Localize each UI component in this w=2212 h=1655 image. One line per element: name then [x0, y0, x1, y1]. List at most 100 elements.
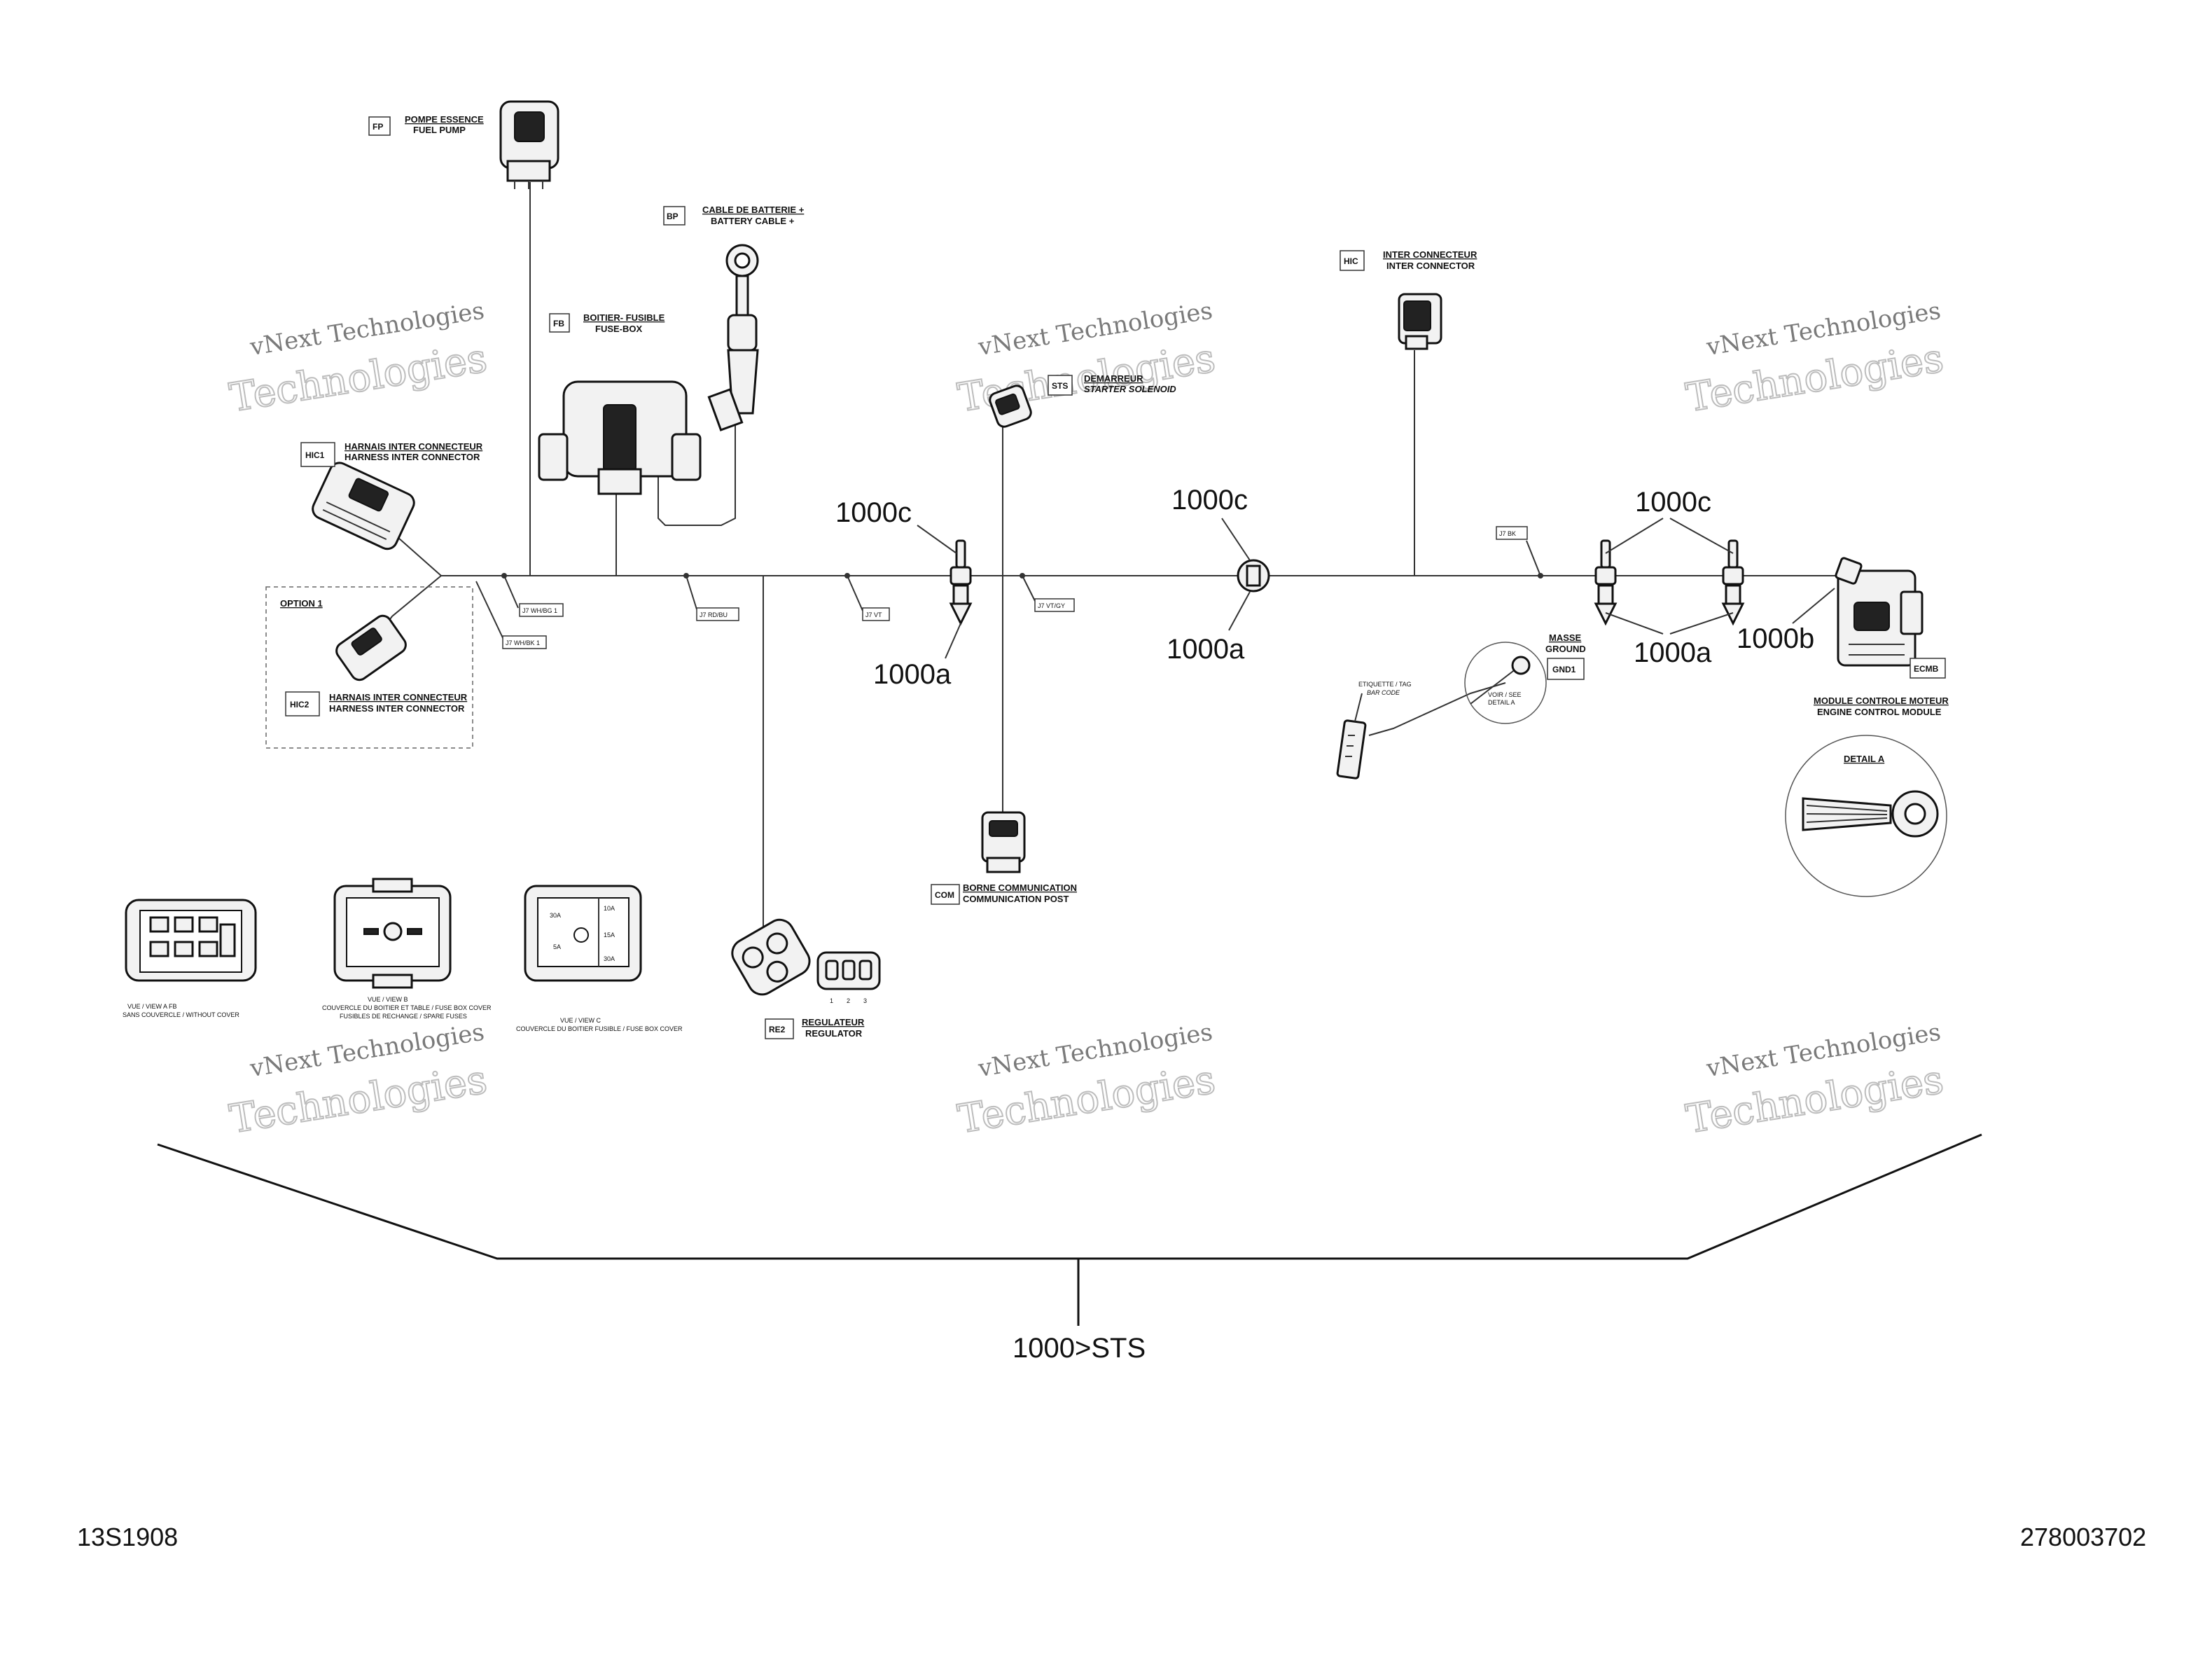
drawing-id-left: 13S1908 — [77, 1523, 178, 1551]
engine-control-module-connector — [1835, 557, 1924, 667]
svg-text:GND1: GND1 — [1552, 665, 1576, 674]
wire-tag-3: J7 RD/BU — [696, 607, 739, 621]
assembly-ref: 1000>STS — [1013, 1333, 1146, 1364]
svg-text:HIC2: HIC2 — [290, 700, 309, 709]
harness-inter-connector-2 — [335, 614, 407, 681]
svg-text:ECMB: ECMB — [1914, 664, 1939, 674]
watermark-bottom-right: vNext Technologies Technologies — [1683, 1018, 1947, 1144]
svg-text:HIC1: HIC1 — [305, 450, 325, 460]
svg-text:DETAIL A: DETAIL A — [1844, 754, 1885, 764]
svg-text:GROUND: GROUND — [1545, 644, 1586, 654]
view-c-fuse-box-cover: 30A 5A 10A 15A 30A VUE / VIEW C COUVERCL… — [516, 885, 683, 1032]
watermark-bottom-left: vNext Technologies Technologies — [226, 1018, 491, 1144]
harness-wires — [377, 182, 1849, 932]
wire-tag-6: J7 BK — [1496, 526, 1528, 540]
label-bp: BP CABLE DE BATTERIE + BATTERY CABLE + — [663, 205, 805, 226]
svg-text:SANS COUVERCLE / WITHOUT COVER: SANS COUVERCLE / WITHOUT COVER — [123, 1011, 239, 1018]
svg-text:STARTER SOLENOID: STARTER SOLENOID — [1084, 384, 1176, 394]
svg-text:COM: COM — [935, 890, 954, 900]
svg-text:POMPE ESSENCE: POMPE ESSENCE — [405, 114, 484, 125]
svg-text:ENGINE CONTROL MODULE: ENGINE CONTROL MODULE — [1817, 707, 1942, 717]
svg-text:VUE / VIEW C: VUE / VIEW C — [560, 1017, 601, 1024]
option-1-box: OPTION 1 — [265, 586, 473, 749]
svg-text:5A: 5A — [553, 943, 561, 950]
callout-1000a-3: 1000a — [1634, 637, 1712, 668]
label-sts: STS DEMARREUR STARTER SOLENOID — [1048, 373, 1176, 396]
fuel-pump-connector — [499, 100, 559, 189]
label-gnd1: MASSE GROUND GND1 — [1545, 632, 1586, 680]
label-re2: RE2 REGULATEUR REGULATOR — [765, 1017, 865, 1039]
svg-text:HARNAIS INTER CONNECTEUR: HARNAIS INTER CONNECTEUR — [345, 441, 483, 452]
watermark-top-left: vNext Technologies Technologies — [226, 297, 491, 422]
callout-1000b: 1000b — [1737, 623, 1814, 654]
callout-leaders — [917, 518, 1835, 659]
svg-text:30A: 30A — [550, 912, 561, 919]
svg-text:BAR CODE: BAR CODE — [1367, 689, 1400, 696]
svg-text:COUVERCLE DU BOITIER FUSIBLE /: COUVERCLE DU BOITIER FUSIBLE / FUSE BOX … — [516, 1025, 683, 1032]
label-fb: FB BOITIER- FUSIBLE FUSE-BOX — [549, 312, 665, 334]
svg-text:10A: 10A — [604, 905, 615, 912]
svg-text:BOITIER- FUSIBLE: BOITIER- FUSIBLE — [583, 312, 665, 323]
callout-1000a-1: 1000a — [873, 659, 952, 690]
svg-text:STS: STS — [1052, 381, 1068, 391]
callout-1000c-1: 1000c — [835, 497, 912, 528]
svg-text:INTER CONNECTEUR: INTER CONNECTEUR — [1383, 249, 1477, 260]
svg-text:RE2: RE2 — [769, 1025, 786, 1034]
battery-cable — [707, 244, 759, 431]
callout-1000c-3: 1000c — [1635, 487, 1711, 518]
svg-text:VUE / VIEW B: VUE / VIEW B — [368, 996, 408, 1003]
regulator-connector: 1 2 3 — [731, 918, 881, 1004]
watermark-top-right: vNext Technologies Technologies — [1683, 297, 1947, 422]
svg-text:HIC: HIC — [1344, 256, 1358, 266]
svg-text:3: 3 — [863, 997, 867, 1004]
svg-text:REGULATOR: REGULATOR — [805, 1028, 863, 1039]
svg-text:15A: 15A — [604, 932, 615, 939]
svg-text:DEMARREUR: DEMARREUR — [1084, 373, 1143, 384]
label-hic: HIC INTER CONNECTEUR INTER CONNECTOR — [1340, 249, 1477, 271]
assembly-brace — [157, 1133, 1982, 1326]
svg-text:BATTERY CABLE +: BATTERY CABLE + — [711, 216, 795, 226]
label-com: COM BORNE COMMUNICATION COMMUNICATION PO… — [931, 882, 1077, 905]
bar-code-tag: ETIQUETTE / TAG BAR CODE — [1336, 681, 1412, 780]
svg-text:MASSE: MASSE — [1549, 632, 1582, 643]
svg-text:INTER CONNECTOR: INTER CONNECTOR — [1386, 261, 1475, 271]
svg-text:1: 1 — [830, 997, 833, 1004]
svg-text:J7 VT/GY: J7 VT/GY — [1038, 602, 1065, 609]
svg-text:COUVERCLE DU BOITIER ET TABLE: COUVERCLE DU BOITIER ET TABLE / FUSE BOX… — [322, 1004, 492, 1011]
svg-text:HARNESS INTER CONNECTOR: HARNESS INTER CONNECTOR — [329, 703, 465, 714]
svg-text:J7 WH/BG 1: J7 WH/BG 1 — [522, 607, 557, 614]
label-ecmb: ECMB MODULE CONTROLE MOTEUR ENGINE CONTR… — [1814, 658, 1949, 717]
starter-solenoid-connector — [989, 385, 1032, 428]
svg-text:J7 VT: J7 VT — [865, 611, 882, 618]
svg-text:VOIR / SEE: VOIR / SEE — [1488, 691, 1522, 698]
svg-text:J7 WH/BK 1: J7 WH/BK 1 — [506, 639, 540, 646]
fuse-box — [538, 380, 702, 495]
label-fp: FP POMPE ESSENCE FUEL PUMP — [368, 114, 484, 136]
communication-post-connector — [981, 811, 1026, 873]
callout-1000a-2: 1000a — [1167, 634, 1245, 665]
detail-a: DETAIL A — [1785, 735, 1947, 897]
svg-text:FB: FB — [553, 319, 564, 328]
svg-text:HARNESS INTER CONNECTOR: HARNESS INTER CONNECTOR — [345, 452, 480, 462]
splice-4 — [1721, 539, 1745, 626]
svg-text:REGULATEUR: REGULATEUR — [802, 1017, 865, 1027]
drawing-id-right: 278003702 — [2020, 1523, 2146, 1551]
svg-text:DETAIL A: DETAIL A — [1488, 699, 1515, 706]
splice-3 — [1594, 539, 1618, 626]
inter-connector — [1398, 293, 1442, 350]
svg-text:OPTION 1: OPTION 1 — [280, 598, 323, 609]
callout-1000c-2: 1000c — [1171, 485, 1248, 515]
ground-detail-circle: VOIR / SEE DETAIL A — [1464, 642, 1547, 724]
view-a-fuse-box: VUE / VIEW A FB SANS COUVERCLE / WITHOUT… — [123, 899, 257, 1018]
svg-text:CABLE DE BATTERIE +: CABLE DE BATTERIE + — [702, 205, 805, 215]
svg-text:MODULE CONTROLE MOTEUR: MODULE CONTROLE MOTEUR — [1814, 695, 1949, 706]
wire-tag-4: J7 VT — [862, 607, 890, 621]
svg-text:BP: BP — [667, 212, 679, 221]
svg-text:J7 RD/BU: J7 RD/BU — [700, 611, 728, 618]
svg-text:COMMUNICATION POST: COMMUNICATION POST — [963, 894, 1069, 904]
svg-text:FP: FP — [373, 122, 383, 132]
svg-text:BORNE COMMUNICATION: BORNE COMMUNICATION — [963, 882, 1077, 893]
svg-text:VUE / VIEW A FB: VUE / VIEW A FB — [127, 1003, 177, 1010]
view-b-fuse-box-cover: VUE / VIEW B COUVERCLE DU BOITIER ET TAB… — [322, 878, 492, 1020]
